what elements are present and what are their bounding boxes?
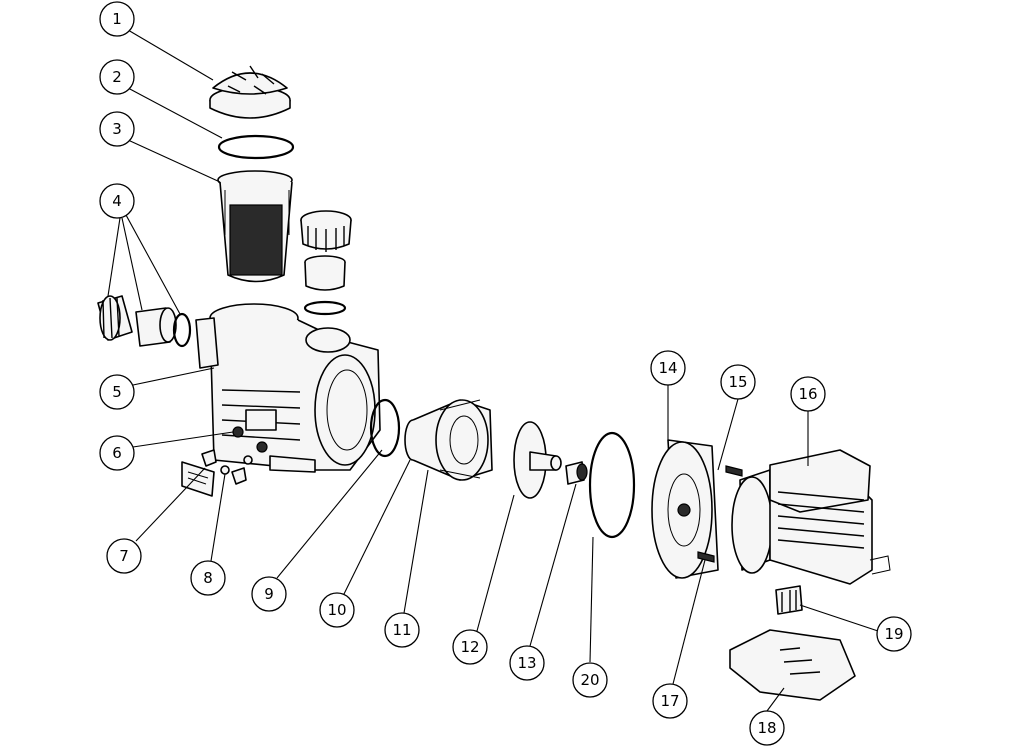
callout-label-15: 15 xyxy=(728,373,747,391)
part-10-11-diffuser xyxy=(404,399,493,481)
part-2-lid-oring xyxy=(217,134,295,160)
callout-label-1: 1 xyxy=(112,10,122,28)
callout-label-10: 10 xyxy=(327,601,346,619)
part-13-shaft-seal xyxy=(565,461,588,485)
leader-4b xyxy=(121,217,143,311)
callout-19: 19 xyxy=(876,616,912,652)
callout-label-9: 9 xyxy=(264,585,274,603)
callout-label-19: 19 xyxy=(884,625,903,643)
part-16-motor xyxy=(731,449,891,585)
callout-12: 12 xyxy=(452,629,488,665)
part-20-seal-plate-oring xyxy=(588,431,636,539)
part-15-bolt xyxy=(725,465,743,477)
callout-label-18: 18 xyxy=(757,719,776,737)
leader-17 xyxy=(672,559,706,685)
part-4-union-left xyxy=(97,295,192,348)
callout-label-8: 8 xyxy=(203,569,213,587)
leader-4a xyxy=(107,217,121,297)
callout-label-3: 3 xyxy=(112,120,122,138)
leader-2 xyxy=(127,87,223,139)
leader-1 xyxy=(127,29,214,81)
part-1-lid xyxy=(209,65,291,119)
leader-5 xyxy=(132,367,215,386)
leader-12 xyxy=(476,494,515,632)
part-4-union-top xyxy=(300,210,352,316)
leader-4c xyxy=(125,214,181,315)
callout-5: 5 xyxy=(99,374,135,410)
callout-label-7: 7 xyxy=(119,547,129,565)
callout-label-11: 11 xyxy=(392,621,411,639)
leader-13 xyxy=(529,483,577,647)
callout-label-6: 6 xyxy=(112,444,122,462)
leader-18 xyxy=(766,687,785,712)
part-19-terminal-block xyxy=(775,585,803,615)
callout-14: 14 xyxy=(650,350,686,386)
callout-1: 1 xyxy=(99,1,135,37)
callout-10: 10 xyxy=(319,592,355,628)
callout-11: 11 xyxy=(384,612,420,648)
callout-label-14: 14 xyxy=(658,359,677,377)
leader-7 xyxy=(135,467,206,542)
callout-16: 16 xyxy=(790,376,826,412)
callout-2: 2 xyxy=(99,59,135,95)
callout-18: 18 xyxy=(749,710,785,746)
callout-20: 20 xyxy=(572,662,608,698)
callout-15: 15 xyxy=(720,364,756,400)
leader-11 xyxy=(403,469,429,614)
callout-label-13: 13 xyxy=(517,654,536,672)
part-3-strainer-basket xyxy=(217,170,293,283)
leader-10 xyxy=(343,459,411,595)
callout-label-16: 16 xyxy=(798,385,817,403)
callout-8: 8 xyxy=(190,560,226,596)
part-6-drain-plugs xyxy=(232,426,268,453)
leader-3 xyxy=(127,139,221,183)
callout-6: 6 xyxy=(99,435,135,471)
callout-label-4: 4 xyxy=(112,192,122,210)
leader-19 xyxy=(799,604,879,632)
callout-label-17: 17 xyxy=(660,692,679,710)
leader-15 xyxy=(717,398,739,471)
leader-20 xyxy=(589,536,594,663)
callout-9: 9 xyxy=(251,576,287,612)
part-18-base xyxy=(729,629,856,701)
leader-9 xyxy=(276,449,383,579)
part-17-bolt xyxy=(697,551,715,563)
part-9-diffuser-oring xyxy=(369,398,401,458)
leader-lines xyxy=(107,29,879,712)
part-14-seal-plate xyxy=(651,439,719,579)
part-7-label-plate xyxy=(181,461,215,497)
leader-6 xyxy=(132,431,234,448)
leader-8 xyxy=(210,473,226,562)
callout-label-2: 2 xyxy=(112,68,122,86)
callout-13: 13 xyxy=(509,645,545,681)
part-12-impeller xyxy=(513,421,562,499)
callout-label-20: 20 xyxy=(580,671,599,689)
part-8-plugs xyxy=(201,449,253,485)
callout-7: 7 xyxy=(106,538,142,574)
callout-3: 3 xyxy=(99,111,135,147)
callout-label-12: 12 xyxy=(460,638,479,656)
callout-4: 4 xyxy=(99,183,135,219)
callout-label-5: 5 xyxy=(112,383,122,401)
part-5-pump-housing xyxy=(195,303,381,473)
callout-17: 17 xyxy=(652,683,688,719)
